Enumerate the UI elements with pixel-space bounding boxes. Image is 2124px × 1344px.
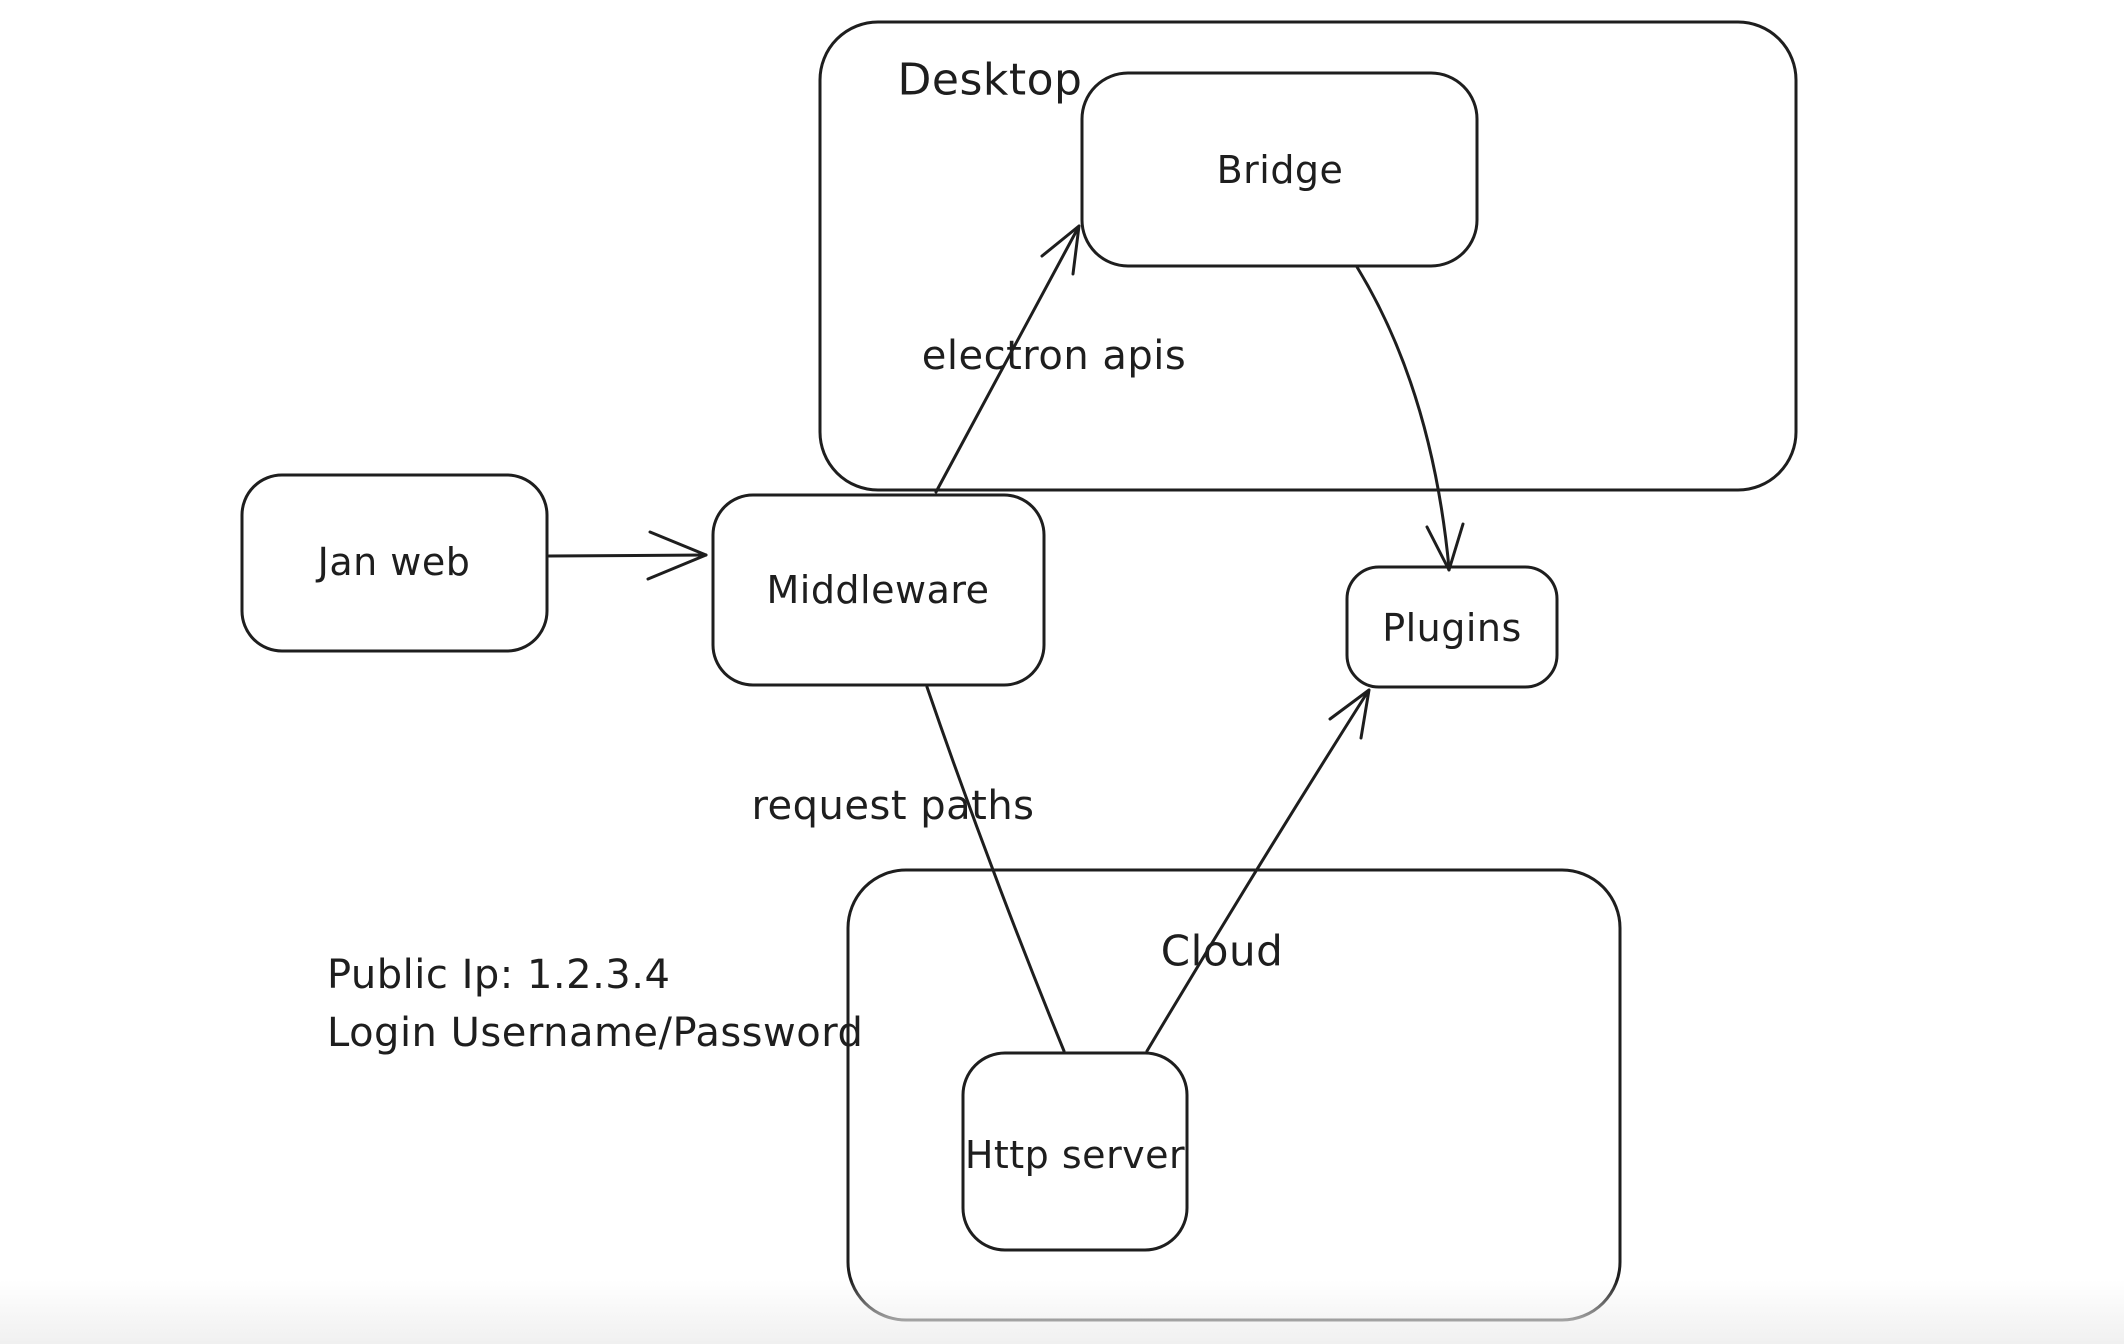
arrow-middleware-to-bridge[interactable] (934, 224, 1081, 494)
cloud-container-label[interactable]: Cloud (1160, 926, 1284, 976)
credentials-annotation[interactable]: Public Ip: 1.2.3.4 Login Username/Passwo… (327, 946, 863, 1062)
line-middleware-to-http-server[interactable] (925, 685, 1066, 1053)
http-server-node-label[interactable]: Http server (964, 1133, 1186, 1177)
http-server-node-box[interactable] (961, 1051, 1189, 1252)
arrow-http-server-to-plugins[interactable] (1145, 688, 1371, 1053)
electron-apis-edge-label[interactable]: electron apis (921, 333, 1187, 379)
jan-web-node-box[interactable] (240, 473, 549, 653)
middleware-node-label[interactable]: Middleware (766, 568, 990, 612)
arrow-bridge-to-plugins[interactable] (1355, 265, 1465, 572)
login-credentials-text: Login Username/Password (327, 1010, 864, 1056)
jan-web-node-label[interactable]: Jan web (317, 540, 471, 584)
bridge-node-label[interactable]: Bridge (1216, 148, 1344, 192)
desktop-container-label[interactable]: Desktop (897, 54, 1083, 106)
arrow-jan-web-to-middleware[interactable] (547, 530, 708, 581)
public-ip-text: Public Ip: 1.2.3.4 (327, 952, 671, 998)
middleware-node-box[interactable] (711, 493, 1046, 687)
bridge-node-box[interactable] (1080, 71, 1479, 268)
request-paths-edge-label[interactable]: request paths (751, 783, 1035, 829)
plugins-node-label[interactable]: Plugins (1382, 606, 1522, 650)
desktop-container-box[interactable] (818, 20, 1798, 492)
plugins-node-box[interactable] (1345, 565, 1559, 689)
